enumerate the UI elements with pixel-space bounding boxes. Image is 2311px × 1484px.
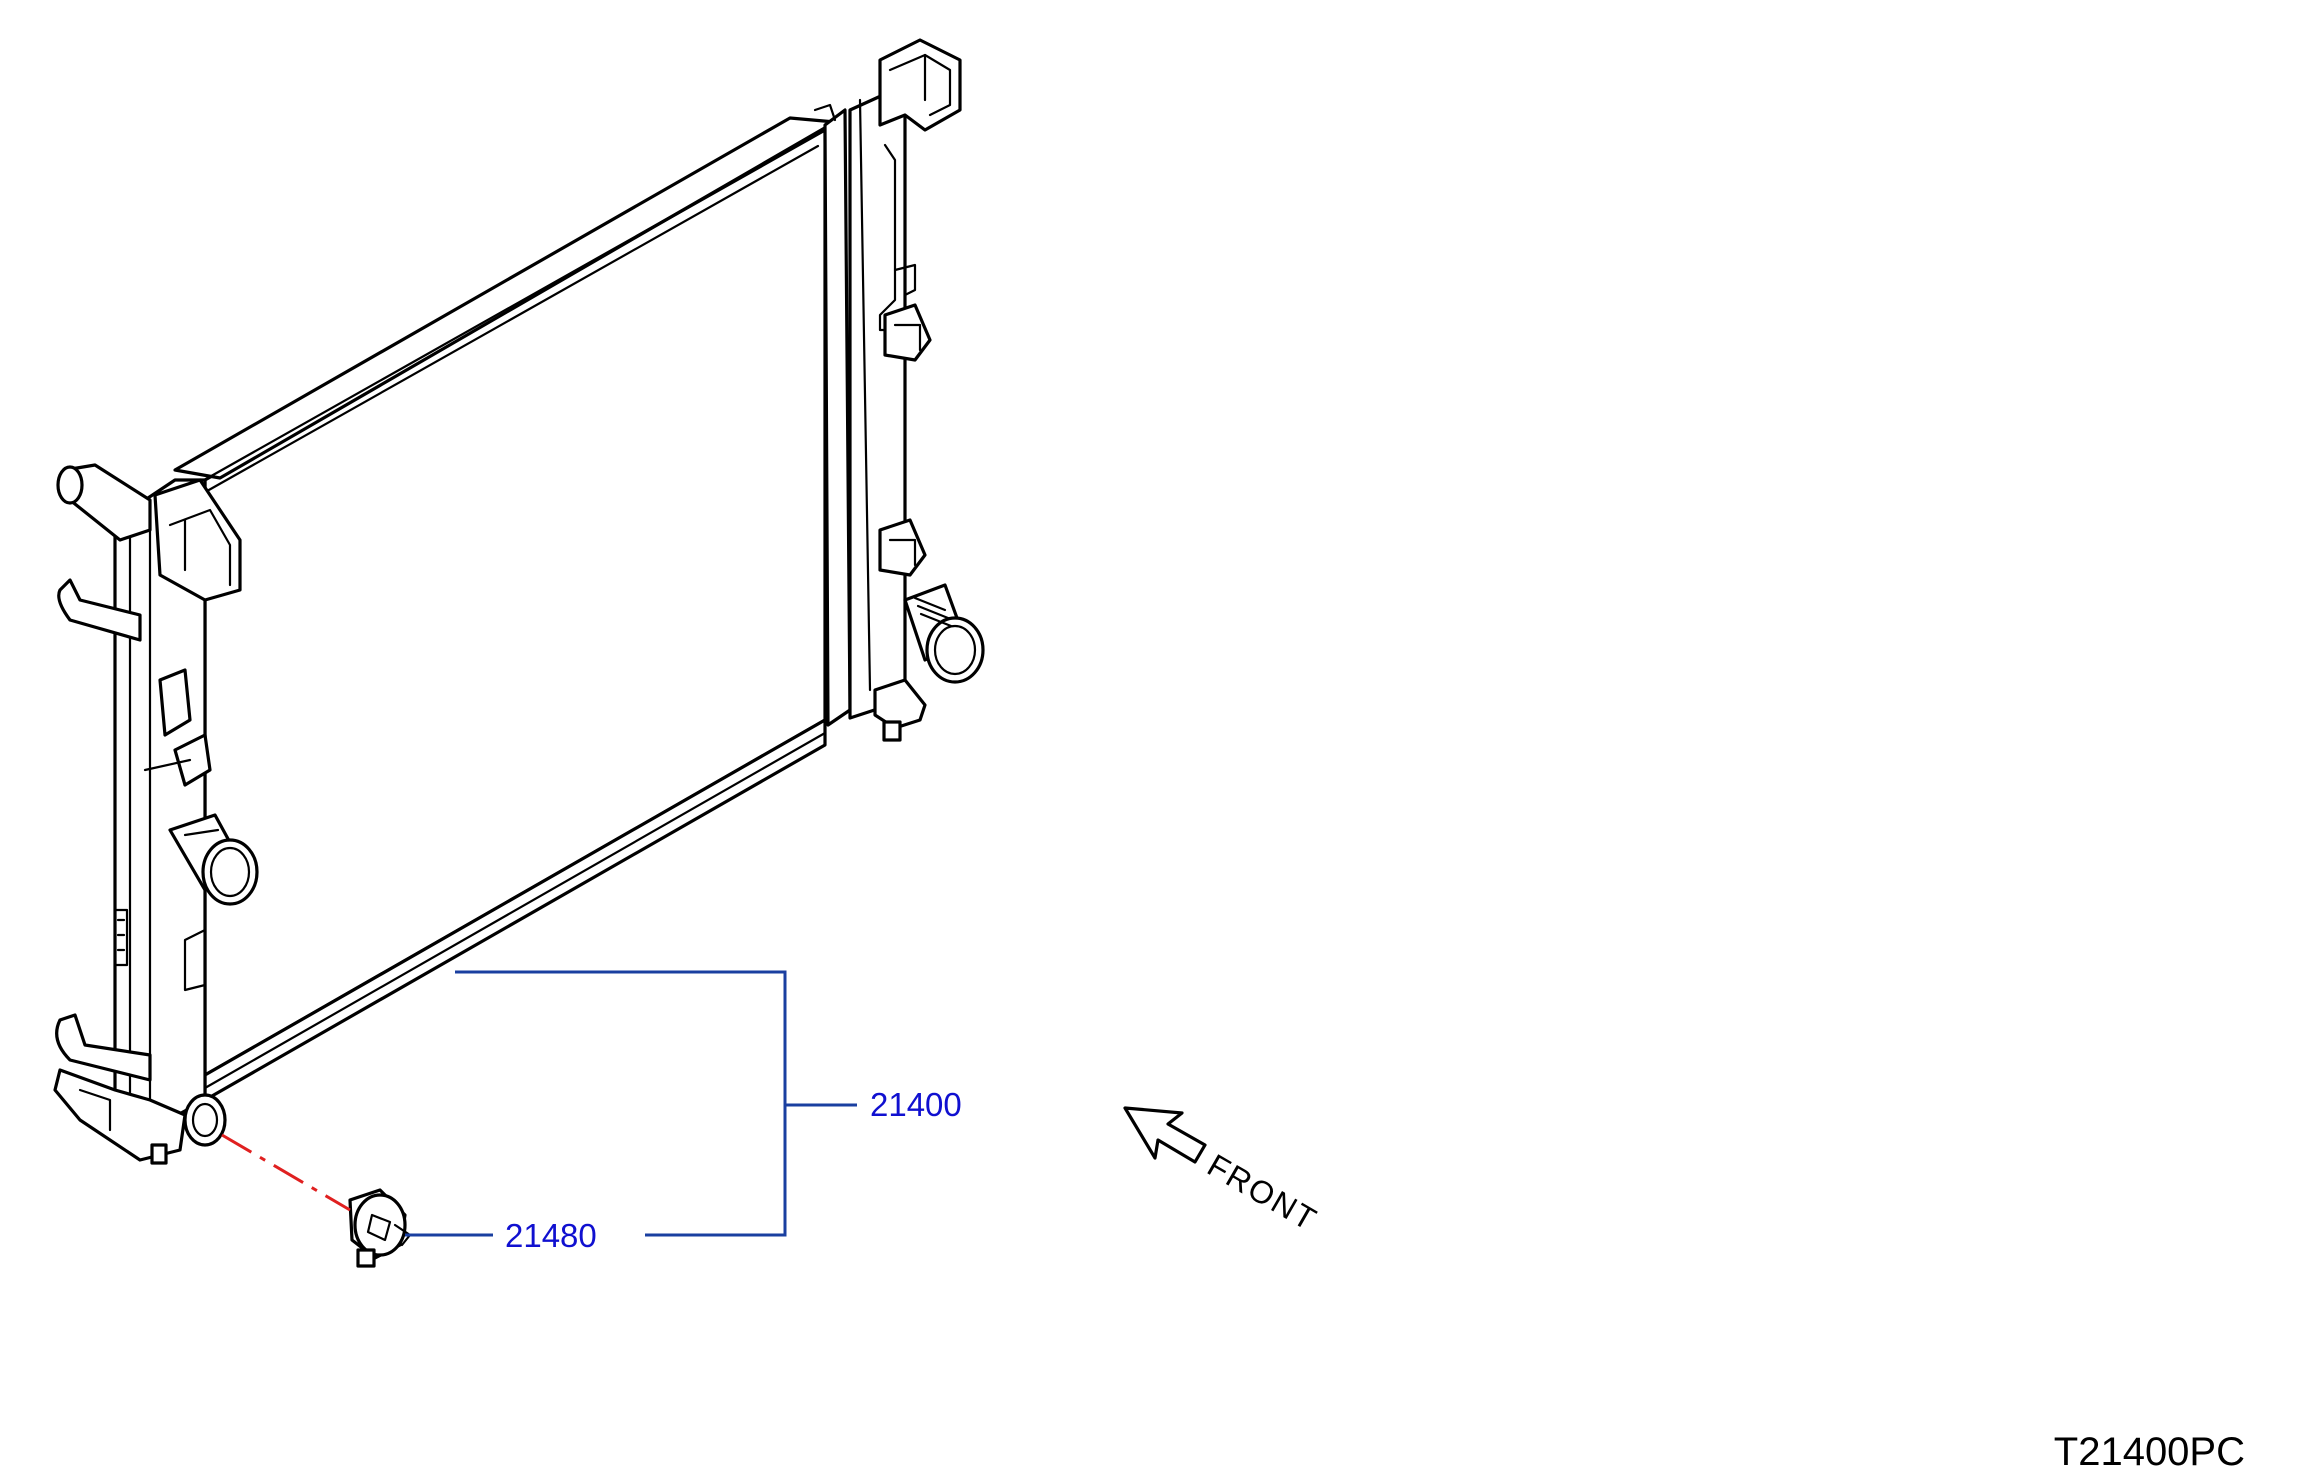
upper-hose-outlet: [903, 583, 985, 684]
drain-port: [183, 1093, 227, 1147]
upper-left-pipe: [56, 463, 152, 542]
callout-21480[interactable]: 21480: [505, 1217, 597, 1254]
assembly-line: [221, 1133, 351, 1212]
front-arrow-icon: [1123, 1106, 1207, 1164]
diagram-code: T21400PC: [2054, 1430, 2245, 1474]
leader-lines: [405, 970, 857, 1237]
radiator-assembly: [53, 38, 985, 1165]
lower-hose-outlet: [168, 813, 259, 906]
drain-plug: [348, 1188, 412, 1268]
front-direction-indicator: FRONT: [1123, 1106, 1324, 1238]
callout-21400[interactable]: 21400: [870, 1086, 962, 1123]
front-label: FRONT: [1202, 1147, 1324, 1238]
